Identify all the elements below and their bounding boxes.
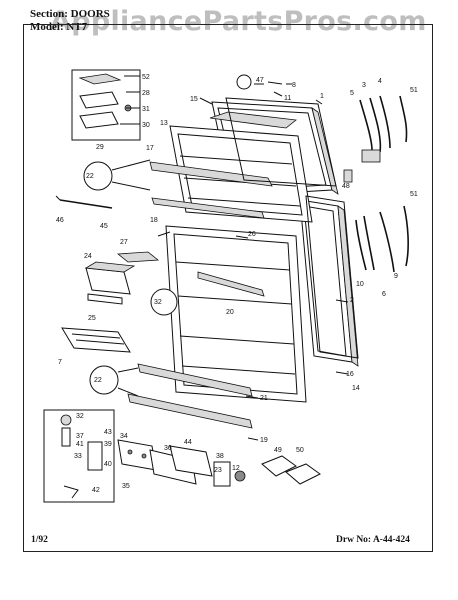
callout-40: 40 [104, 461, 112, 468]
callout-19: 19 [260, 437, 268, 444]
hinge-plate-44 [169, 445, 213, 477]
callout-7: 7 [58, 359, 62, 366]
hinge-plate-34 [117, 439, 157, 471]
callout-6: 6 [382, 291, 386, 298]
callout-29: 29 [96, 144, 104, 151]
callout-47: 47 [256, 77, 264, 84]
callout-51-upper: 51 [410, 87, 418, 94]
hinge-bracket-10 [355, 215, 375, 271]
shelf-bar-21 [127, 363, 253, 429]
callout-50: 50 [296, 447, 304, 454]
trim-strip-46 [55, 195, 113, 209]
callout-2: 2 [350, 297, 354, 304]
door-gasket-upper [225, 97, 337, 187]
callout-9: 9 [394, 273, 398, 280]
callout-26: 26 [248, 231, 256, 238]
callout-18: 18 [150, 217, 158, 224]
callout-16: 16 [346, 371, 354, 378]
callout-10: 10 [356, 281, 364, 288]
callout-20: 20 [226, 309, 234, 316]
callout-51-lower: 51 [410, 191, 418, 198]
callout-45: 45 [100, 223, 108, 230]
callout-17: 17 [146, 145, 154, 152]
magnifier-upper [83, 159, 151, 191]
cam-47 [236, 74, 252, 90]
callout-43: 43 [104, 429, 112, 436]
callout-15: 15 [190, 96, 198, 103]
callout-3: 3 [362, 82, 366, 89]
callout-1: 1 [320, 93, 324, 100]
callout-27: 27 [120, 239, 128, 246]
egg-tray [61, 327, 131, 353]
callout-8: 8 [292, 82, 296, 89]
callout-35: 35 [122, 483, 130, 490]
callout-44: 44 [184, 439, 192, 446]
callout-31: 31 [142, 106, 150, 113]
watermark: AppliancePartsPros.com [50, 6, 427, 37]
callout-23: 23 [214, 467, 222, 474]
callout-22-lower: 22 [94, 377, 102, 384]
callout-46: 46 [56, 217, 64, 224]
shelf-bar-20 [197, 271, 265, 297]
hinge-bracket-3 [359, 97, 382, 163]
callout-25: 25 [88, 315, 96, 322]
magnifier-lower [89, 365, 139, 397]
callout-11: 11 [284, 95, 291, 102]
callout-34: 34 [120, 433, 128, 440]
butter-compartment [84, 261, 136, 305]
callout-12: 12 [232, 465, 240, 472]
callout-32-lower: 32 [76, 413, 84, 420]
callout-13: 13 [160, 120, 168, 127]
hinge-cover-49-50 [261, 455, 321, 485]
callout-38: 38 [216, 453, 224, 460]
hinge-strip-9 [379, 211, 395, 273]
callout-5: 5 [350, 90, 354, 97]
callout-22-upper: 22 [86, 173, 94, 180]
shelf-bar-17 [149, 161, 273, 187]
callout-4: 4 [378, 78, 382, 85]
door-gasket-lower [305, 195, 359, 359]
callout-21: 21 [260, 395, 268, 402]
callout-36: 36 [164, 445, 172, 452]
callout-48: 48 [342, 183, 350, 190]
callout-52: 52 [142, 74, 150, 81]
hinge-strip-51-upper [399, 95, 408, 143]
callout-39: 39 [104, 441, 112, 448]
footer-drawing-number: Drw No: A-44-424 [336, 535, 410, 545]
hinge-pin-assembly [213, 461, 246, 487]
footer-date: 1/92 [31, 535, 48, 545]
magnifier-middle [150, 288, 178, 316]
screw-8 [267, 81, 283, 85]
hinge-strip-4 [379, 95, 391, 149]
section-label: Section: DOORS [30, 8, 110, 20]
bolt-48 [343, 169, 353, 183]
callout-32-upper: 32 [154, 299, 162, 306]
detail-box-lower-left [43, 409, 115, 503]
fresh-food-door-liner [165, 225, 307, 403]
callout-33: 33 [74, 453, 82, 460]
callout-37: 37 [76, 433, 84, 440]
hinge-strip-51-lower [403, 205, 409, 267]
callout-30: 30 [142, 122, 150, 129]
callout-14: 14 [352, 385, 360, 392]
callout-42: 42 [92, 487, 100, 494]
detail-box-upper-left [71, 69, 141, 141]
callout-24: 24 [84, 253, 92, 260]
diagram-frame [23, 24, 433, 552]
callout-28: 28 [142, 90, 150, 97]
callout-41: 41 [76, 441, 84, 448]
callout-49: 49 [274, 447, 282, 454]
shelf-bar-18 [151, 197, 265, 219]
shelf-bracket-27 [116, 251, 160, 263]
